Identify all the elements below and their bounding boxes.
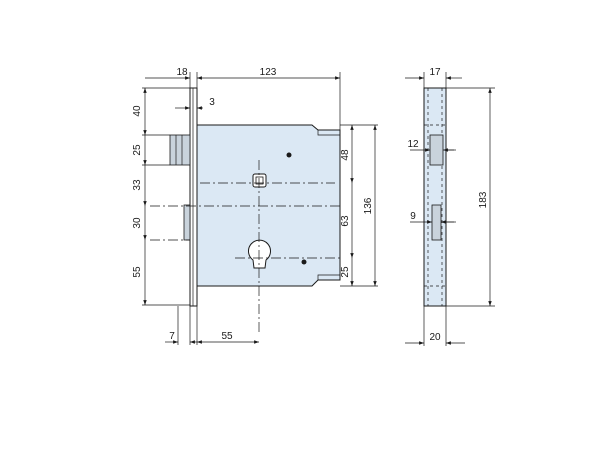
dim-48: 48	[340, 149, 351, 161]
side-deadbolt	[431, 204, 442, 241]
side-latch	[429, 134, 444, 166]
dim-123: 123	[260, 67, 277, 78]
dim-33: 33	[132, 179, 143, 191]
dim-18: 18	[176, 67, 188, 78]
front-extension-lines	[142, 72, 378, 345]
front-dimension-lines	[143, 76, 377, 344]
side-dimension-lines	[405, 76, 492, 345]
dim-55-left: 55	[132, 266, 143, 278]
dim-17: 17	[429, 67, 441, 78]
dim-3: 3	[209, 97, 215, 108]
dim-40: 40	[132, 105, 143, 117]
dim-20: 20	[429, 332, 441, 343]
latch-bolt	[169, 134, 191, 166]
keyhole	[248, 239, 271, 269]
dim-63: 63	[340, 215, 351, 227]
side-extension-lines	[423, 72, 495, 346]
screw-hole-top	[286, 152, 292, 158]
dim-9: 9	[410, 211, 416, 222]
dim-25-inner: 25	[340, 266, 351, 278]
side-dimension-labels: 17 12 9 183 20	[407, 67, 489, 343]
front-view	[150, 87, 341, 335]
dim-12: 12	[407, 139, 419, 150]
dim-183: 183	[478, 191, 489, 208]
dim-136: 136	[363, 197, 374, 214]
lock-body	[196, 124, 341, 287]
screw-hole-bottom	[301, 259, 307, 265]
dim-55-bottom: 55	[221, 331, 233, 342]
dim-25-left: 25	[132, 144, 143, 156]
dim-30: 30	[132, 217, 143, 229]
side-body	[423, 87, 447, 307]
spindle-hole	[252, 173, 267, 188]
faceplate	[189, 87, 198, 307]
side-view	[423, 87, 454, 307]
front-dimension-labels: 18 123 3 40 25 33 30 55 48 63 25 136 7 5…	[132, 67, 374, 342]
dim-7: 7	[169, 331, 175, 342]
dead-bolt	[183, 204, 191, 241]
